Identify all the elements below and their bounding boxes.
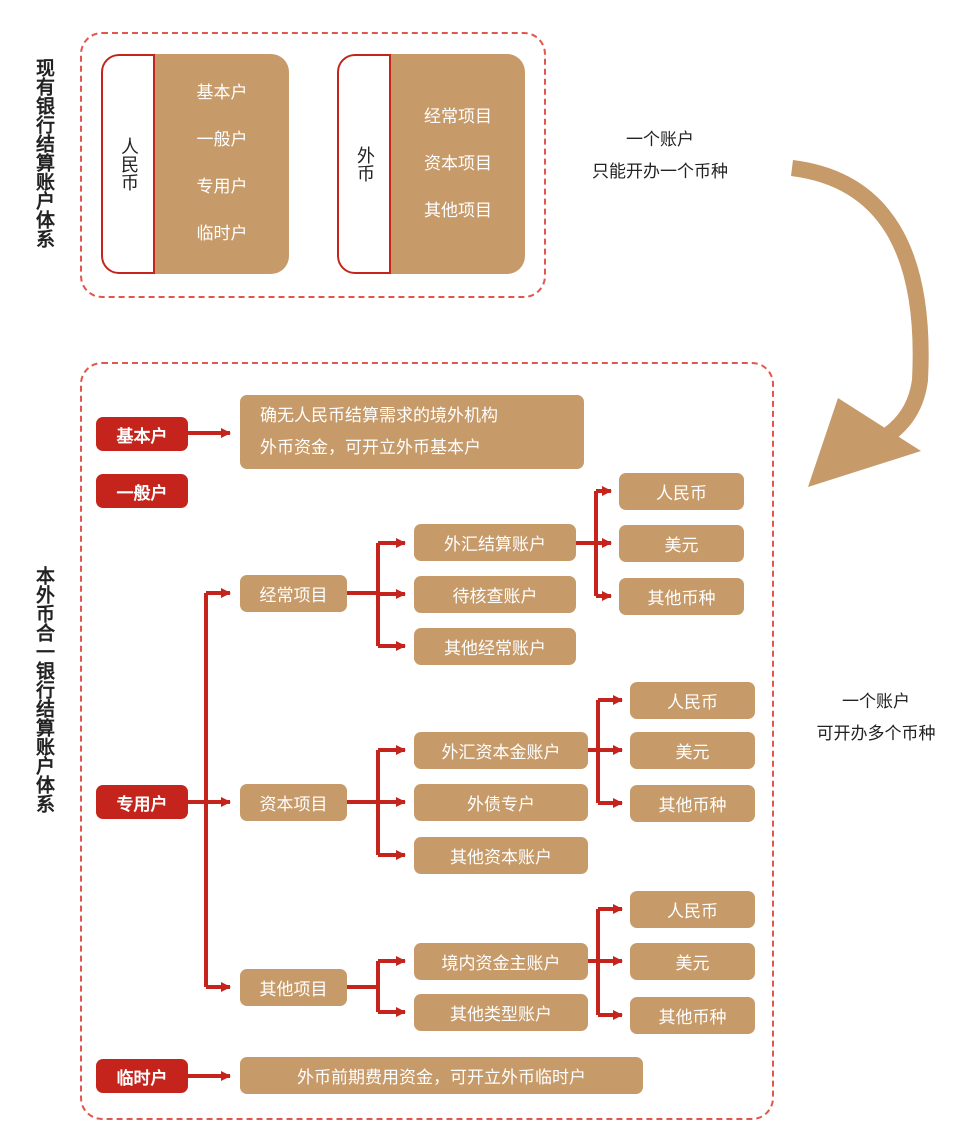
rmb-group-label: 人民币: [118, 137, 139, 191]
account-node: 其他经常账户: [414, 628, 576, 665]
new-system-frame: [80, 362, 774, 1120]
currency-node: 美元: [630, 732, 755, 769]
fx-item: 其他项目: [424, 200, 492, 221]
rmb-group: 人民币 基本户 一般户 专用户 临时户: [101, 54, 289, 274]
rmb-item: 专用户: [196, 177, 248, 197]
rmb-group-items: 基本户 一般户 专用户 临时户: [155, 54, 289, 274]
currency-node: 人民币: [630, 682, 755, 719]
curved-arrow-shaft: [790, 160, 929, 447]
desc-line: 确无人民币结算需求的境外机构: [260, 406, 498, 426]
temporary-account-desc: 外币前期费用资金，可开立外币临时户: [240, 1057, 643, 1094]
fx-group-label: 外币: [354, 146, 375, 182]
currency-node: 其他币种: [630, 997, 755, 1034]
current-system-title: 现有银行结算账户体系: [33, 58, 55, 248]
basic-account-desc: 确无人民币结算需求的境外机构 外币资金，可开立外币基本户: [240, 395, 584, 469]
fx-item: 资本项目: [424, 153, 492, 174]
current-item-node: 经常项目: [240, 575, 347, 612]
rmb-item: 基本户: [196, 83, 248, 103]
new-system-note: 一个账户 可开办多个币种: [790, 686, 962, 750]
rmb-item: 临时户: [196, 224, 248, 244]
current-system-note: 一个账户 只能开办一个币种: [560, 124, 760, 188]
rmb-item: 一般户: [196, 130, 248, 150]
currency-node: 人民币: [630, 891, 755, 928]
fx-group-label-box: 外币: [337, 54, 391, 274]
fx-item: 经常项目: [424, 106, 492, 127]
account-node: 外汇结算账户: [414, 524, 576, 561]
currency-node: 美元: [619, 525, 744, 562]
currency-node: 其他币种: [619, 578, 744, 615]
account-node: 其他类型账户: [414, 994, 588, 1031]
account-node: 其他资本账户: [414, 837, 588, 874]
desc-line: 外币资金，可开立外币基本户: [260, 438, 481, 458]
fx-group: 外币 经常项目 资本项目 其他项目: [337, 54, 525, 274]
note-line: 一个账户: [626, 130, 694, 150]
note-line: 一个账户: [842, 692, 910, 712]
curved-arrow-head: [808, 398, 921, 487]
account-node: 外债专户: [414, 784, 588, 821]
account-node: 外汇资本金账户: [414, 732, 588, 769]
other-item-node: 其他项目: [240, 969, 347, 1006]
general-account-label: 一般户: [96, 474, 188, 508]
basic-account-label: 基本户: [96, 417, 188, 451]
temporary-account-label: 临时户: [96, 1059, 188, 1093]
capital-item-node: 资本项目: [240, 784, 347, 821]
currency-node: 人民币: [619, 473, 744, 510]
rmb-group-label-box: 人民币: [101, 54, 155, 274]
fx-group-items: 经常项目 资本项目 其他项目: [391, 54, 525, 274]
note-line: 可开办多个币种: [816, 724, 936, 744]
account-node: 境内资金主账户: [414, 943, 588, 980]
special-account-label: 专用户: [96, 785, 188, 819]
currency-node: 其他币种: [630, 785, 755, 822]
note-line: 只能开办一个币种: [592, 162, 728, 182]
account-node: 待核查账户: [414, 576, 576, 613]
currency-node: 美元: [630, 943, 755, 980]
current-system-frame: [80, 32, 546, 298]
new-system-title: 本外币合一银行结算账户体系: [33, 566, 55, 813]
